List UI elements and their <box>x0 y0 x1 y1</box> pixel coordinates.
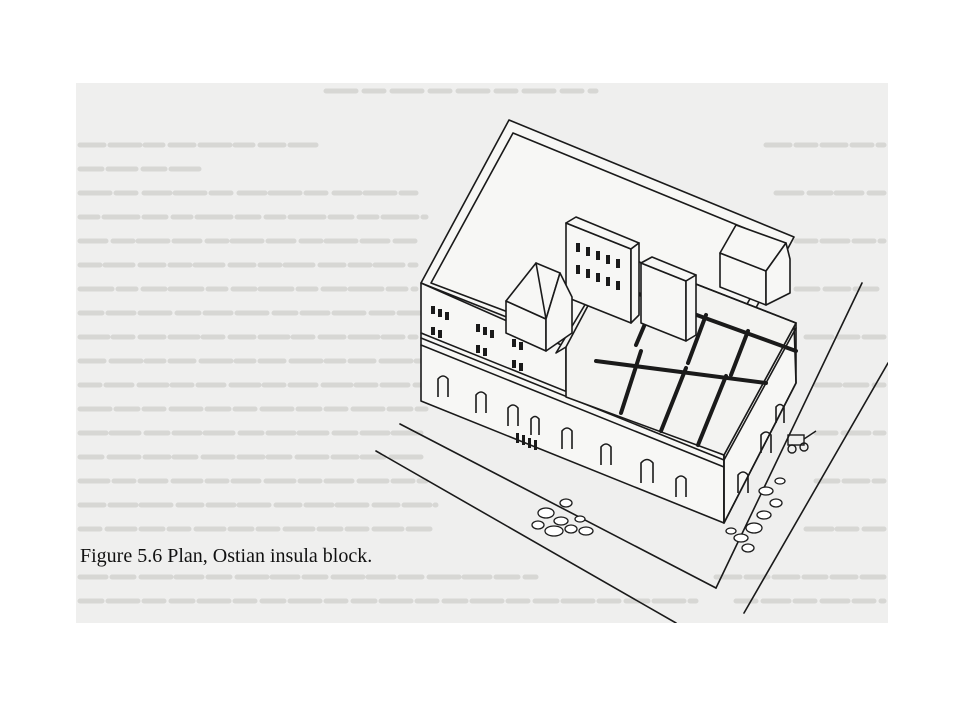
scanned-book-page <box>76 83 888 623</box>
bleed-through-text <box>77 88 887 604</box>
insula-block-drawing <box>375 119 888 623</box>
